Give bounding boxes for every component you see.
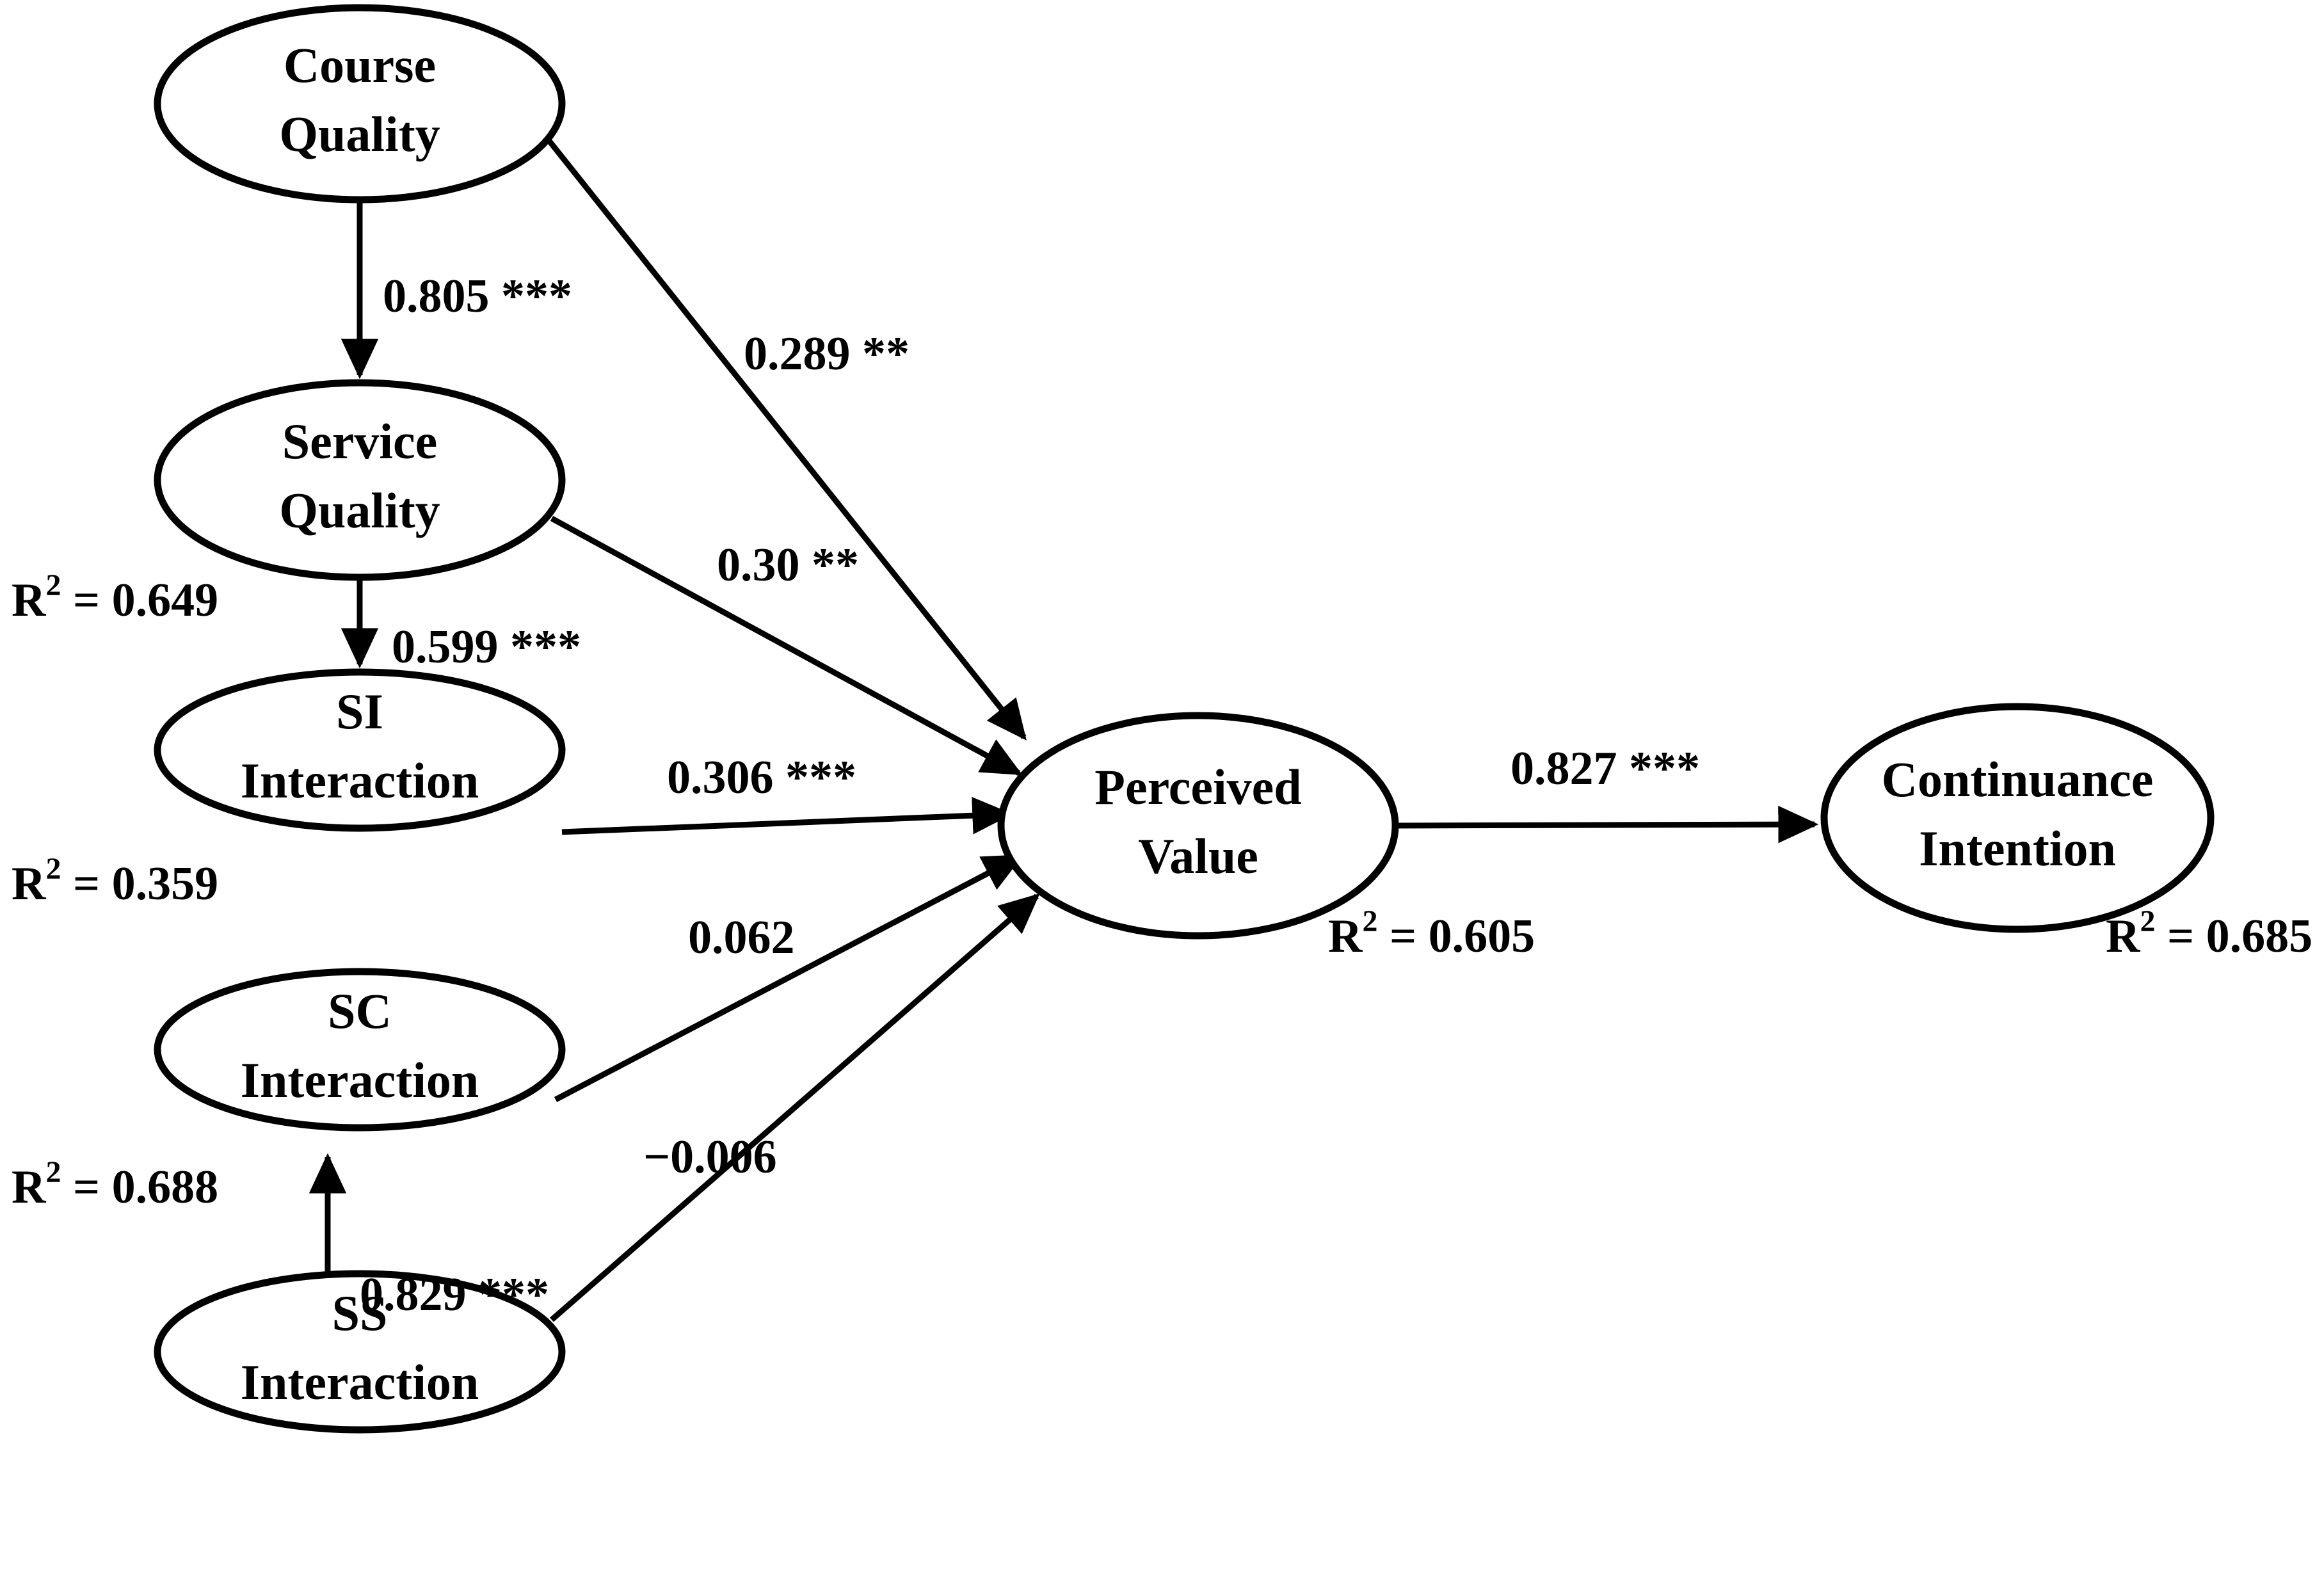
path-coefficient-label-sq_to_si: 0.599 *** [392,621,581,673]
path-arrow-si_to_pv [561,797,1013,835]
node-label-line1-service_quality: Service [282,413,438,469]
r-squared-label-r2_service_quality: R2 = 0.649 [12,568,218,627]
node-label-line1-ss_interaction: SS [332,1285,388,1341]
node-ellipse-ss_interaction [154,1270,566,1434]
node-label-line2-ss_interaction: Interaction [241,1354,479,1410]
r-squared-value: = 0.605 [1377,910,1535,963]
path-coefficient-label-pv_to_ci: 0.827 *** [1511,742,1700,795]
path-arrow-sq_to_pv [550,516,1023,776]
r-squared-label-r2_continuance_intention: R2 = 0.685 [2106,904,2312,963]
node-ellipse-course_quality [154,4,566,204]
r-squared-symbol: R [2106,910,2141,963]
path-coefficient-label-ss_to_pv: −0.006 [643,1131,777,1183]
r-squared-exponent: 2 [45,568,61,602]
node-sc_interaction[interactable]: SC Interaction [154,968,566,1132]
path-arrow-sc_to_pv [554,854,1024,1102]
path-coefficient-label-sc_to_pv: 0.062 [688,911,795,964]
path-coefficient-labels-layer: 0.805 *** 0.599 *** 0.829 *** 0.289 ** 0.30 … [360,270,1700,1321]
node-label-line2-service_quality: Quality [279,483,440,538]
node-label-line2-course_quality: Quality [279,106,440,162]
r-squared-value: = 0.685 [2155,910,2312,963]
node-ellipse-perceived_value [997,712,1399,940]
path-arrow-cq_to_pv [547,139,1027,741]
node-label-line2-si_interaction: Interaction [241,753,479,808]
node-si_interaction[interactable]: SI Interaction [154,668,566,832]
path-arrow-pv_to_ci [1395,805,1819,844]
r-squared-symbol: R [12,858,47,910]
r-squared-value: = 0.359 [61,858,218,910]
r-squared-symbol: R [12,574,47,627]
r-squared-symbol: R [1328,910,1363,963]
node-label-line2-perceived_value: Value [1138,828,1258,884]
r-squared-exponent: 2 [45,852,61,886]
node-ellipse-sc_interaction [154,968,566,1132]
r-squared-label-r2_sc_interaction: R2 = 0.688 [12,1155,218,1214]
path-coefficient-label-si_to_pv: 0.306 *** [667,751,856,804]
r-squared-label-r2_perceived_value: R2 = 0.605 [1328,904,1535,963]
node-label-line1-continuance_intention: Continuance [1882,751,2154,807]
path-coefficient-label-sq_to_pv: 0.30 ** [717,539,859,591]
node-label-line2-sc_interaction: Interaction [241,1052,479,1108]
r-squared-symbol: R [12,1161,47,1214]
node-ss_interaction[interactable]: SS Interaction [154,1270,566,1434]
latent-variable-nodes-layer: CourseQualityServiceQualitySIInteraction… [154,4,2215,1434]
node-label-line1-si_interaction: SI [336,684,383,739]
node-label-line1-course_quality: Course [284,37,436,93]
r-squared-value: = 0.649 [61,574,218,627]
path-coefficient-label-cq_to_pv: 0.289 ** [744,328,910,380]
node-label-line2-continuance_intention: Intention [1919,821,2116,876]
node-label-line1-perceived_value: Perceived [1094,759,1301,815]
path-coefficient-label-cq_to_sq: 0.805 *** [383,270,572,323]
r-squared-exponent: 2 [1362,904,1377,938]
node-ellipse-si_interaction [154,668,566,832]
path-edges-layer [309,139,1819,1322]
path-arrow-ss_to_pv [550,893,1040,1322]
r-squared-exponent: 2 [2140,904,2155,938]
r-squared-exponent: 2 [45,1155,61,1189]
path-coefficient-label-ss_to_sc: 0.829 *** [360,1269,549,1321]
r-squared-label-r2_si_interaction: R2 = 0.359 [12,852,218,910]
node-ellipse-service_quality [154,379,566,581]
node-ellipse-continuance_intention [1820,703,2215,933]
r-squared-value: = 0.688 [61,1161,218,1214]
node-label-line1-sc_interaction: SC [328,983,392,1039]
